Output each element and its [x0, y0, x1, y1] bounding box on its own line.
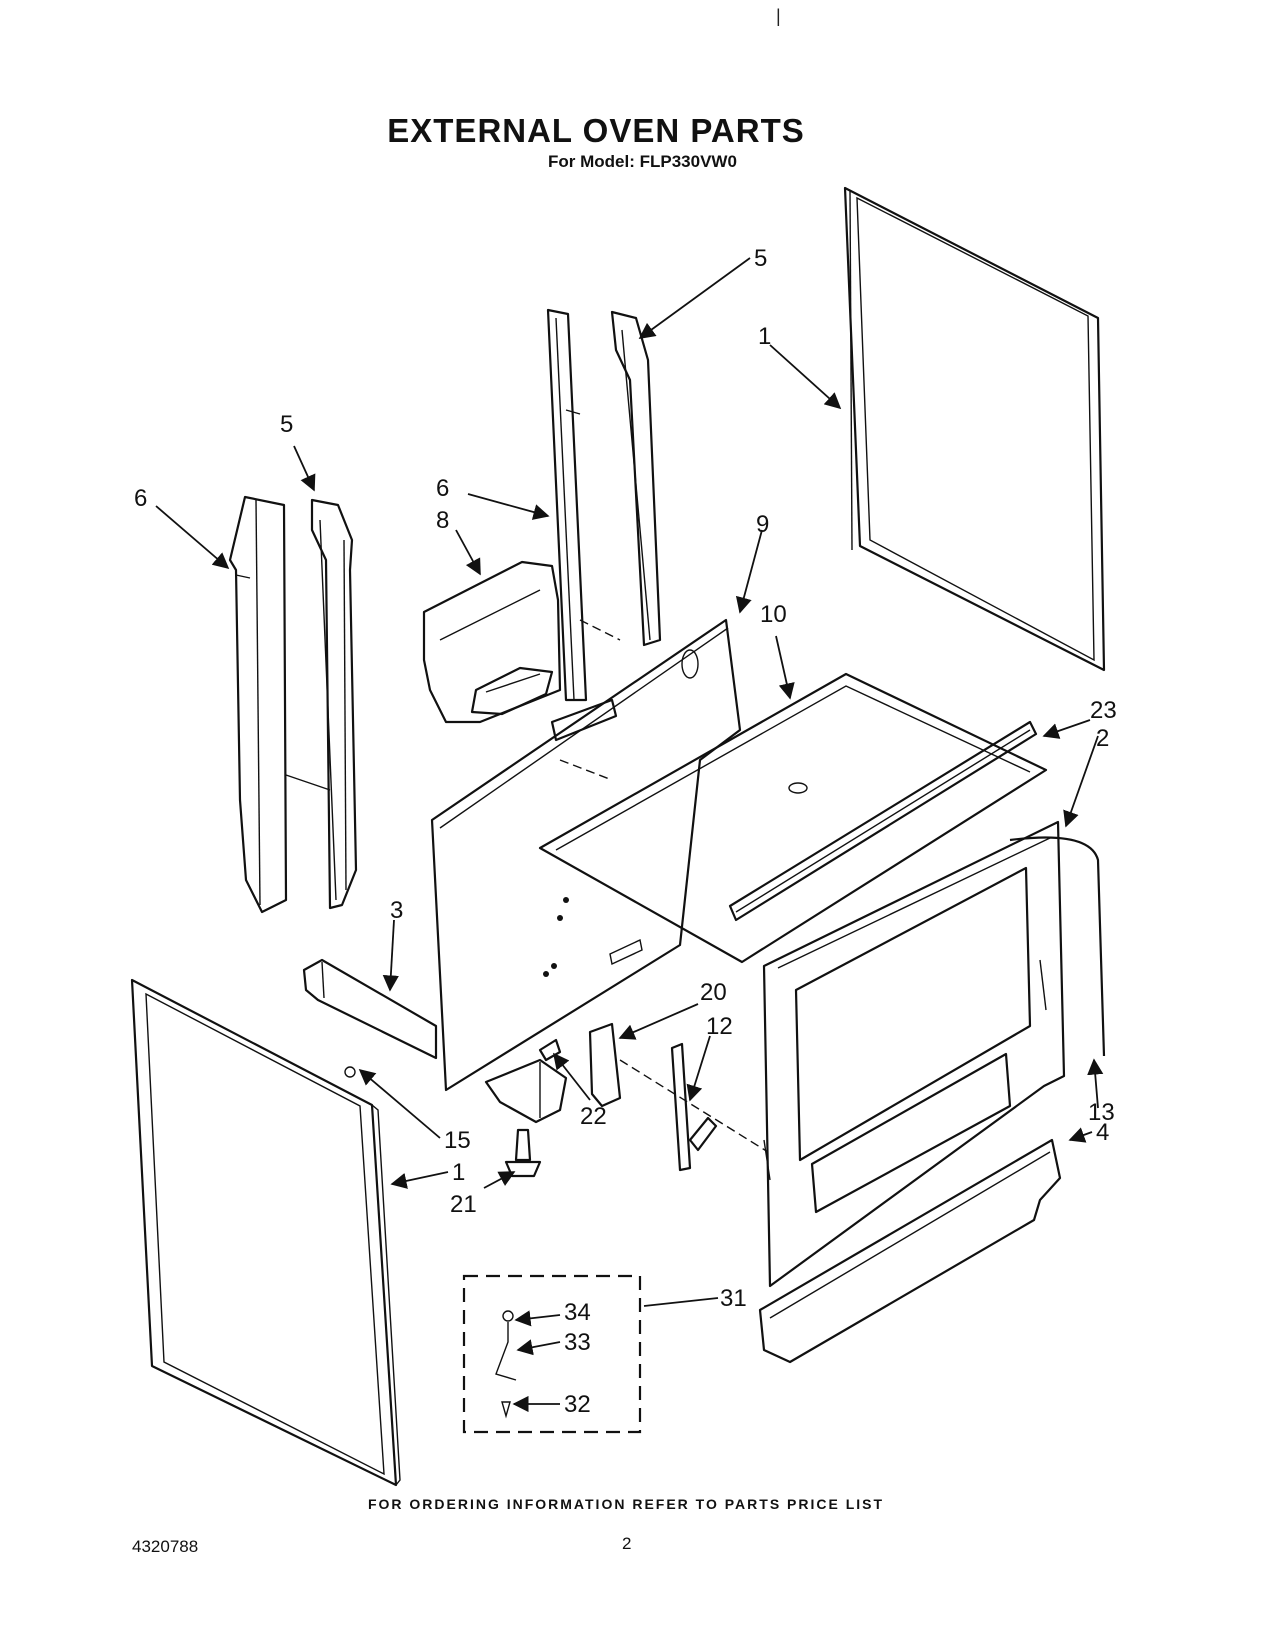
- callout-20: 20: [700, 979, 727, 1006]
- bracket-20: [588, 1022, 622, 1108]
- callout-4: 4: [1096, 1119, 1109, 1146]
- trim-strip: [728, 720, 1038, 922]
- callout-5-center: 5: [754, 245, 767, 272]
- callout-32: 32: [564, 1391, 591, 1418]
- center-channel-5: [610, 310, 662, 647]
- callout-6-left: 6: [134, 485, 147, 512]
- screw-15: [344, 1066, 356, 1078]
- clip-22: [538, 1038, 562, 1062]
- callout-3: 3: [390, 897, 403, 924]
- callout-31: 31: [720, 1285, 747, 1312]
- front-frame: [762, 820, 1066, 1288]
- hinge-12: [670, 1042, 718, 1172]
- duct-guide: [559, 759, 613, 781]
- callout-21: 21: [450, 1191, 477, 1218]
- callout-1-rear: 1: [758, 323, 771, 350]
- left-channel-connector: [285, 774, 331, 791]
- document-number: 4320788: [132, 1537, 199, 1556]
- callout-10: 10: [760, 601, 787, 628]
- back-panel: [430, 618, 742, 1092]
- callout-1-front: 1: [452, 1159, 465, 1186]
- scan-mark: |: [776, 6, 781, 26]
- kit-box-31: [462, 1274, 642, 1434]
- ordering-note: FOR ORDERING INFORMATION REFER TO PARTS …: [367, 1496, 885, 1512]
- left-channel-5: [310, 498, 358, 910]
- side-panel-front: [130, 978, 401, 1487]
- back-panel-guide: [579, 619, 621, 641]
- model-subtitle: For Model: FLP330VW0: [548, 152, 737, 171]
- door-gasket: [1009, 836, 1106, 1057]
- side-panel-rear: [843, 186, 1106, 672]
- callout-5-left: 5: [280, 411, 293, 438]
- callout-13: 13: [1088, 1099, 1115, 1126]
- center-channel-6: [546, 308, 588, 702]
- callout-9: 9: [756, 511, 769, 538]
- callout-34: 34: [564, 1299, 591, 1326]
- oven-plate: [538, 672, 1048, 964]
- callout-2: 2: [1096, 725, 1109, 752]
- hinge-guide: [619, 1059, 769, 1153]
- callout-33: 33: [564, 1329, 591, 1356]
- callout-12: 12: [706, 1013, 733, 1040]
- callout-8: 8: [436, 507, 449, 534]
- bracket: [302, 958, 438, 1060]
- callout-15: 15: [444, 1127, 471, 1154]
- vent-duct: [422, 560, 562, 724]
- left-channel-6: [228, 495, 288, 914]
- page-title: EXTERNAL OVEN PARTS: [387, 112, 805, 149]
- leveling-block: [484, 1058, 568, 1124]
- page-number: 2: [622, 1534, 632, 1553]
- leveling-leg: [504, 1128, 542, 1178]
- callout-23: 23: [1090, 697, 1117, 724]
- callout-6-center: 6: [436, 475, 449, 502]
- bottom-trim: [758, 1138, 1062, 1364]
- leader-lines: [155, 257, 1104, 1413]
- callout-22: 22: [580, 1103, 607, 1130]
